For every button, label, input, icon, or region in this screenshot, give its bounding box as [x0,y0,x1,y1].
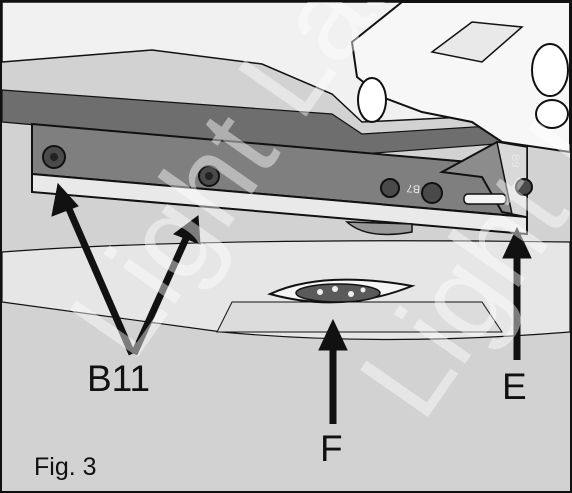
callout-arrows [51,182,532,424]
bolt-e [515,178,533,196]
callout-e: E [502,366,527,407]
lower-recess [216,301,503,333]
part-label-b7: B7 [406,182,420,195]
bracket-hole-top [531,43,569,97]
arrowhead-e [502,226,532,259]
bracket-hole-right [535,99,569,129]
mounting-bar: B7 B9 [31,122,533,236]
part-label-b9: B9 [509,154,521,167]
arrow-b11-left [62,200,136,356]
figure-caption: Fig. 3 [34,453,97,481]
vent-grille [267,278,416,304]
callout-b11: B11 [87,358,151,399]
arrowhead-b11-right [172,215,201,245]
bolt-b7 [380,178,400,198]
arrowhead-f [318,318,348,351]
arrowhead-b11-left [51,182,79,217]
arrow-b11-right [130,232,192,356]
bolt-center [421,182,443,204]
bracket-hole-left [357,77,387,123]
callout-f: F [320,428,343,469]
mounting-bracket [350,2,570,154]
